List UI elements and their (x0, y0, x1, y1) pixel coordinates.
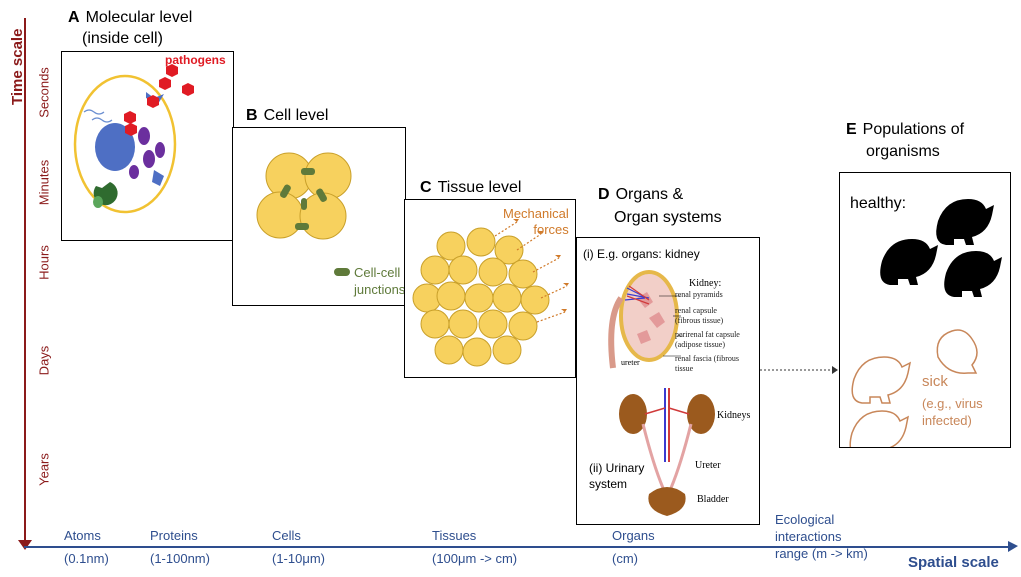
organelle (138, 127, 150, 145)
time-label-minutes: Minutes (36, 159, 52, 206)
time-label-years: Years (36, 453, 52, 486)
pathogen (166, 64, 178, 77)
cell-cluster-illustration (256, 152, 352, 276)
organelle (155, 142, 165, 158)
rna-strand (83, 109, 105, 115)
kidney-parts: renal pyramids renal capsule (fibrous ti… (675, 290, 740, 373)
organ-illustration (608, 270, 715, 516)
sick-beaver (936, 329, 978, 374)
ureter-label: Ureter (695, 460, 721, 471)
renal-artery (644, 407, 690, 415)
left-kidney (619, 394, 647, 434)
healthy-beaver (936, 199, 994, 245)
cell (256, 191, 304, 239)
spatial-label-organs: Organs(cm) (612, 528, 655, 566)
ureter-small (608, 296, 624, 369)
pathogen (159, 77, 171, 90)
renal-pyramid (649, 312, 665, 328)
organelle (129, 165, 139, 179)
ureter-small-label: ureter (621, 358, 640, 367)
population-illustration (849, 199, 1002, 447)
pathogen (125, 123, 137, 136)
time-label-days: Days (36, 345, 52, 376)
panel-a-subtitle: (inside cell) (82, 30, 163, 47)
nucleus (95, 123, 135, 171)
sick-label: sick (922, 373, 948, 390)
right-kidney (687, 394, 715, 434)
spatial-label-cells: Cells(1-10μm) (272, 528, 325, 566)
sick-beaver (851, 356, 912, 404)
pathogen (182, 83, 194, 96)
time-axis-title: Time scale (9, 28, 26, 105)
vessels (626, 285, 650, 305)
spatial-axis-title: Spatial scale (908, 554, 999, 571)
kidney-title: Kidney: (689, 278, 722, 289)
tissue-illustration (412, 219, 569, 367)
junction-legend (334, 268, 350, 276)
spatial-label-proteins: Proteins(1-100nm) (150, 528, 210, 566)
connector-arrow (760, 366, 838, 374)
rna-strand (91, 117, 113, 123)
organs-label: (i) E.g. organs: kidney (583, 247, 700, 261)
time-label-hours: Hours (36, 245, 52, 280)
panel-d-box: (i) E.g. organs: kidney Kidney: renal py… (576, 237, 760, 525)
healthy-beaver (944, 251, 1002, 297)
ureters (641, 423, 693, 489)
organelle (143, 150, 155, 168)
molecular-illustration (73, 64, 194, 214)
kidneys-label: Kidneys (717, 410, 751, 421)
time-label-seconds: Seconds (36, 67, 52, 118)
time-axis-line (24, 18, 26, 546)
junction (301, 198, 307, 210)
pathogen (147, 95, 159, 108)
sick-beaver (849, 410, 910, 447)
molecule (93, 196, 103, 208)
pathogens-label: pathogens (165, 53, 226, 67)
junction (280, 184, 291, 198)
renal-pyramid (637, 330, 651, 344)
bladder (648, 487, 686, 516)
healthy-label: healthy: (850, 195, 907, 212)
junction (301, 168, 315, 175)
time-axis-arrowhead (18, 540, 32, 550)
spatial-label-atoms: Atoms(0.1nm) (64, 528, 109, 566)
healthy-beaver (880, 239, 938, 285)
junction (295, 223, 309, 230)
panel-e-subtitle: organisms (866, 143, 940, 160)
spatial-axis-line (24, 546, 1012, 548)
kidney-cross-section (619, 270, 679, 362)
spatial-label-tissues: Tissues(100μm -> cm) (432, 528, 518, 566)
panel-a-box: pathogens (61, 51, 234, 241)
pathogen (124, 111, 136, 124)
cell (304, 152, 352, 200)
bladder-label: Bladder (697, 494, 729, 505)
spatial-axis-arrowhead (1008, 541, 1018, 552)
junction (316, 188, 327, 202)
panel-d-subtitle: Organ systems (614, 209, 722, 226)
receptor (152, 170, 164, 186)
